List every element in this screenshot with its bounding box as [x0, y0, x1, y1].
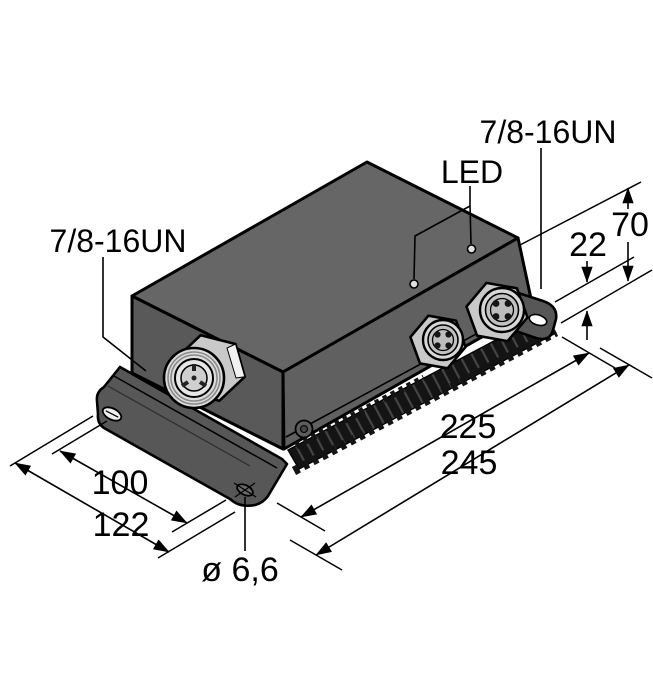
dim-245-line [315, 364, 630, 556]
dim-70-value: 70 [611, 206, 649, 244]
extension-bracket-top [554, 256, 635, 303]
hex-nut-highlight [226, 343, 246, 379]
dim-225-value: 225 [440, 408, 497, 446]
connector-m12-1 [465, 281, 529, 343]
leader-led-2 [413, 205, 471, 280]
m12-pins [492, 300, 512, 320]
extension-base-plane [560, 269, 653, 324]
m12-pins [434, 331, 452, 349]
connector-center-key [191, 375, 197, 381]
bracket-slot [528, 313, 548, 327]
label-connector-right-thread: 7/8-16UN [480, 114, 617, 150]
leader-78-front [102, 257, 147, 372]
flange-hole-left [101, 406, 123, 422]
leader-led-1 [469, 186, 472, 245]
label-connector-front-thread: 7/8-16UN [50, 223, 187, 259]
label-led: LED [441, 154, 503, 190]
dim-245-value: 245 [441, 444, 498, 482]
led-indicator-1 [466, 244, 477, 254]
connector-78-front [162, 333, 247, 410]
thread-ring-1 [167, 351, 221, 405]
extension-245-right [599, 347, 653, 379]
extension-122-left [9, 415, 94, 467]
extension-100-left [51, 420, 108, 455]
flange-bend-line [113, 375, 278, 469]
connector-contacts [180, 364, 208, 388]
dim-22-value: 22 [569, 226, 607, 264]
extension-100-right [171, 499, 227, 533]
dim-122-value: 122 [93, 506, 150, 544]
flange-plate [95, 365, 289, 508]
ground-screw [294, 419, 314, 439]
dim-122-line [14, 462, 170, 553]
flange-bend-line-2 [107, 385, 251, 467]
thread-ring-2 [170, 354, 218, 402]
extension-122-right [157, 511, 236, 559]
dim-hole-diameter-value: ø 6,6 [201, 551, 278, 589]
dim-100-value: 100 [92, 464, 149, 502]
flange-hole-center [233, 482, 257, 498]
mounting-flange [95, 365, 289, 508]
led-indicator-2 [409, 279, 419, 289]
extension-top-corner [519, 181, 642, 246]
